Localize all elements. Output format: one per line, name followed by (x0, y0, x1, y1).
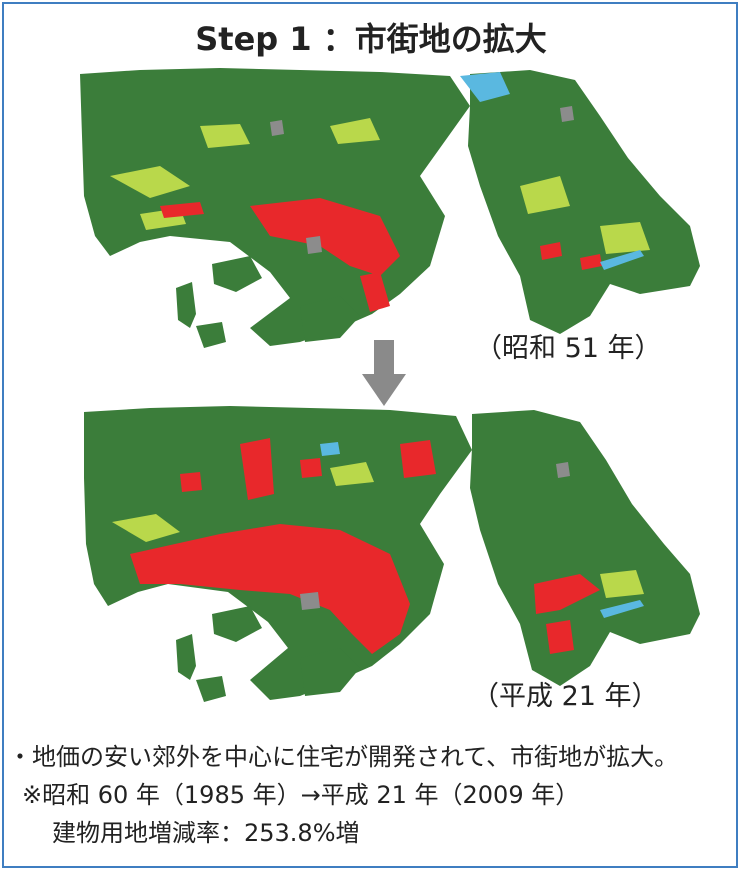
map-farmland (112, 462, 644, 598)
note-building-land-rate: 建物用地増減率：253.8%増 (52, 819, 360, 847)
map-urban (130, 438, 600, 654)
year-label-showa-51: （昭和 51 年） (475, 333, 662, 364)
land-use-map-heisei-21 (84, 406, 700, 702)
map-water (320, 442, 644, 618)
map-water (460, 72, 644, 270)
map-farmland (110, 118, 650, 254)
note-period: ※昭和 60 年（1985 年）→平成 21 年（2009 年） (22, 781, 580, 809)
note-urban-expansion: ・地価の安い郊外を中心に住宅が開発されて、市街地が拡大。 (8, 743, 679, 771)
map-urban (160, 198, 602, 312)
land-use-map-showa-51 (80, 68, 700, 348)
notes-section: ・地価の安い郊外を中心に住宅が開発されて、市街地が拡大。 ※昭和 60 年（19… (8, 738, 732, 852)
year-label-heisei-21: （平成 21 年） (472, 681, 659, 712)
figure-title: Step 1 ：市街地の拡大 (195, 20, 547, 58)
down-arrow-icon (362, 340, 406, 406)
map-other-land (270, 106, 574, 254)
map-other-land (300, 462, 570, 610)
